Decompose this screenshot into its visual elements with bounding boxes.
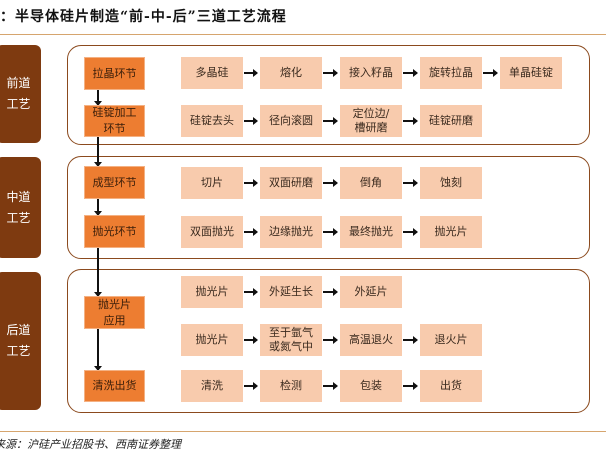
flow-arrow-icon (244, 179, 258, 187)
process-step: 外延生长 (260, 276, 322, 308)
flow-arrow-icon (323, 179, 338, 187)
flow-arrow-icon (323, 117, 338, 125)
process-step: 单晶硅锭 (500, 57, 562, 89)
flow-arrow-icon (244, 288, 258, 296)
process-step: 熔化 (260, 57, 322, 89)
process-step: 出货 (420, 370, 482, 402)
stage-shaping: 成型环节 (84, 166, 145, 199)
process-step: 硅锭研磨 (420, 105, 482, 137)
flow-arrow-icon (244, 228, 258, 236)
flow-arrow-icon (403, 117, 418, 125)
process-step: 边缘抛光 (260, 216, 322, 248)
process-step: 退火片 (420, 324, 482, 356)
back-process-group (67, 269, 590, 413)
process-step: 接入籽晶 (340, 57, 402, 89)
process-step: 外延片 (340, 276, 402, 308)
source-note: 来源：沪硅产业招股书、西南证券整理 (0, 438, 181, 451)
flow-arrow-icon (244, 336, 258, 344)
flow-arrow-vertical (94, 90, 101, 106)
flow-arrow-icon (403, 228, 418, 236)
section-label-middle: 中道 工艺 (0, 157, 41, 258)
stage-crystal-pulling: 拉晶环节 (84, 57, 145, 90)
flow-arrow-icon (323, 69, 338, 77)
process-step: 切片 (181, 167, 243, 199)
process-step: 至于氩气 或氮气中 (260, 324, 322, 356)
process-step: 清洗 (181, 370, 243, 402)
flow-arrow-icon (403, 69, 418, 77)
process-step: 双面研磨 (260, 167, 322, 199)
title-divider (0, 34, 606, 35)
flow-arrow-icon (323, 336, 338, 344)
flow-arrow-icon (244, 382, 258, 390)
process-step: 倒角 (340, 167, 402, 199)
flow-arrow-vertical (94, 329, 101, 371)
flow-arrow-icon (323, 382, 338, 390)
process-step: 定位边/ 槽研磨 (340, 105, 402, 137)
flow-arrow-icon (403, 179, 418, 187)
stage-polishing: 抛光环节 (84, 215, 145, 248)
flow-arrow-vertical (94, 248, 101, 297)
process-step: 检测 (260, 370, 322, 402)
middle-process-group (67, 156, 590, 259)
process-step: 包装 (340, 370, 402, 402)
process-step: 径向滚圆 (260, 105, 322, 137)
stage-cleaning-shipping: 清洗出货 (84, 370, 145, 402)
process-step: 多晶硅 (181, 57, 243, 89)
footer-divider (0, 431, 606, 432)
flow-arrow-vertical (94, 199, 101, 216)
flow-arrow-icon (403, 336, 418, 344)
process-step: 旋转拉晶 (420, 57, 482, 89)
section-label-front: 前道 工艺 (0, 45, 41, 143)
process-step: 抛光片 (181, 276, 243, 308)
process-step: 最终抛光 (340, 216, 402, 248)
figure-title: ：半导体硅片制造“前-中-后”三道工艺流程 (0, 9, 287, 25)
process-step: 蚀刻 (420, 167, 482, 199)
stage-polished-wafer-application: 抛光片 应用 (84, 296, 145, 329)
process-step: 抛光片 (420, 216, 482, 248)
flow-arrow-icon (403, 382, 418, 390)
flow-arrow-icon (483, 69, 498, 77)
flow-arrow-icon (323, 288, 338, 296)
front-process-group (67, 45, 590, 145)
flow-arrow-icon (323, 228, 338, 236)
process-step: 双面抛光 (181, 216, 243, 248)
flow-arrow-vertical (94, 137, 101, 167)
flow-arrow-icon (244, 117, 258, 125)
section-label-back: 后道 工艺 (0, 272, 41, 410)
process-step: 抛光片 (181, 324, 243, 356)
stage-ingot-processing: 硅锭加工 环节 (84, 105, 145, 137)
process-step: 硅锭去头 (181, 105, 243, 137)
flow-arrow-icon (244, 69, 258, 77)
process-step: 高温退火 (340, 324, 402, 356)
